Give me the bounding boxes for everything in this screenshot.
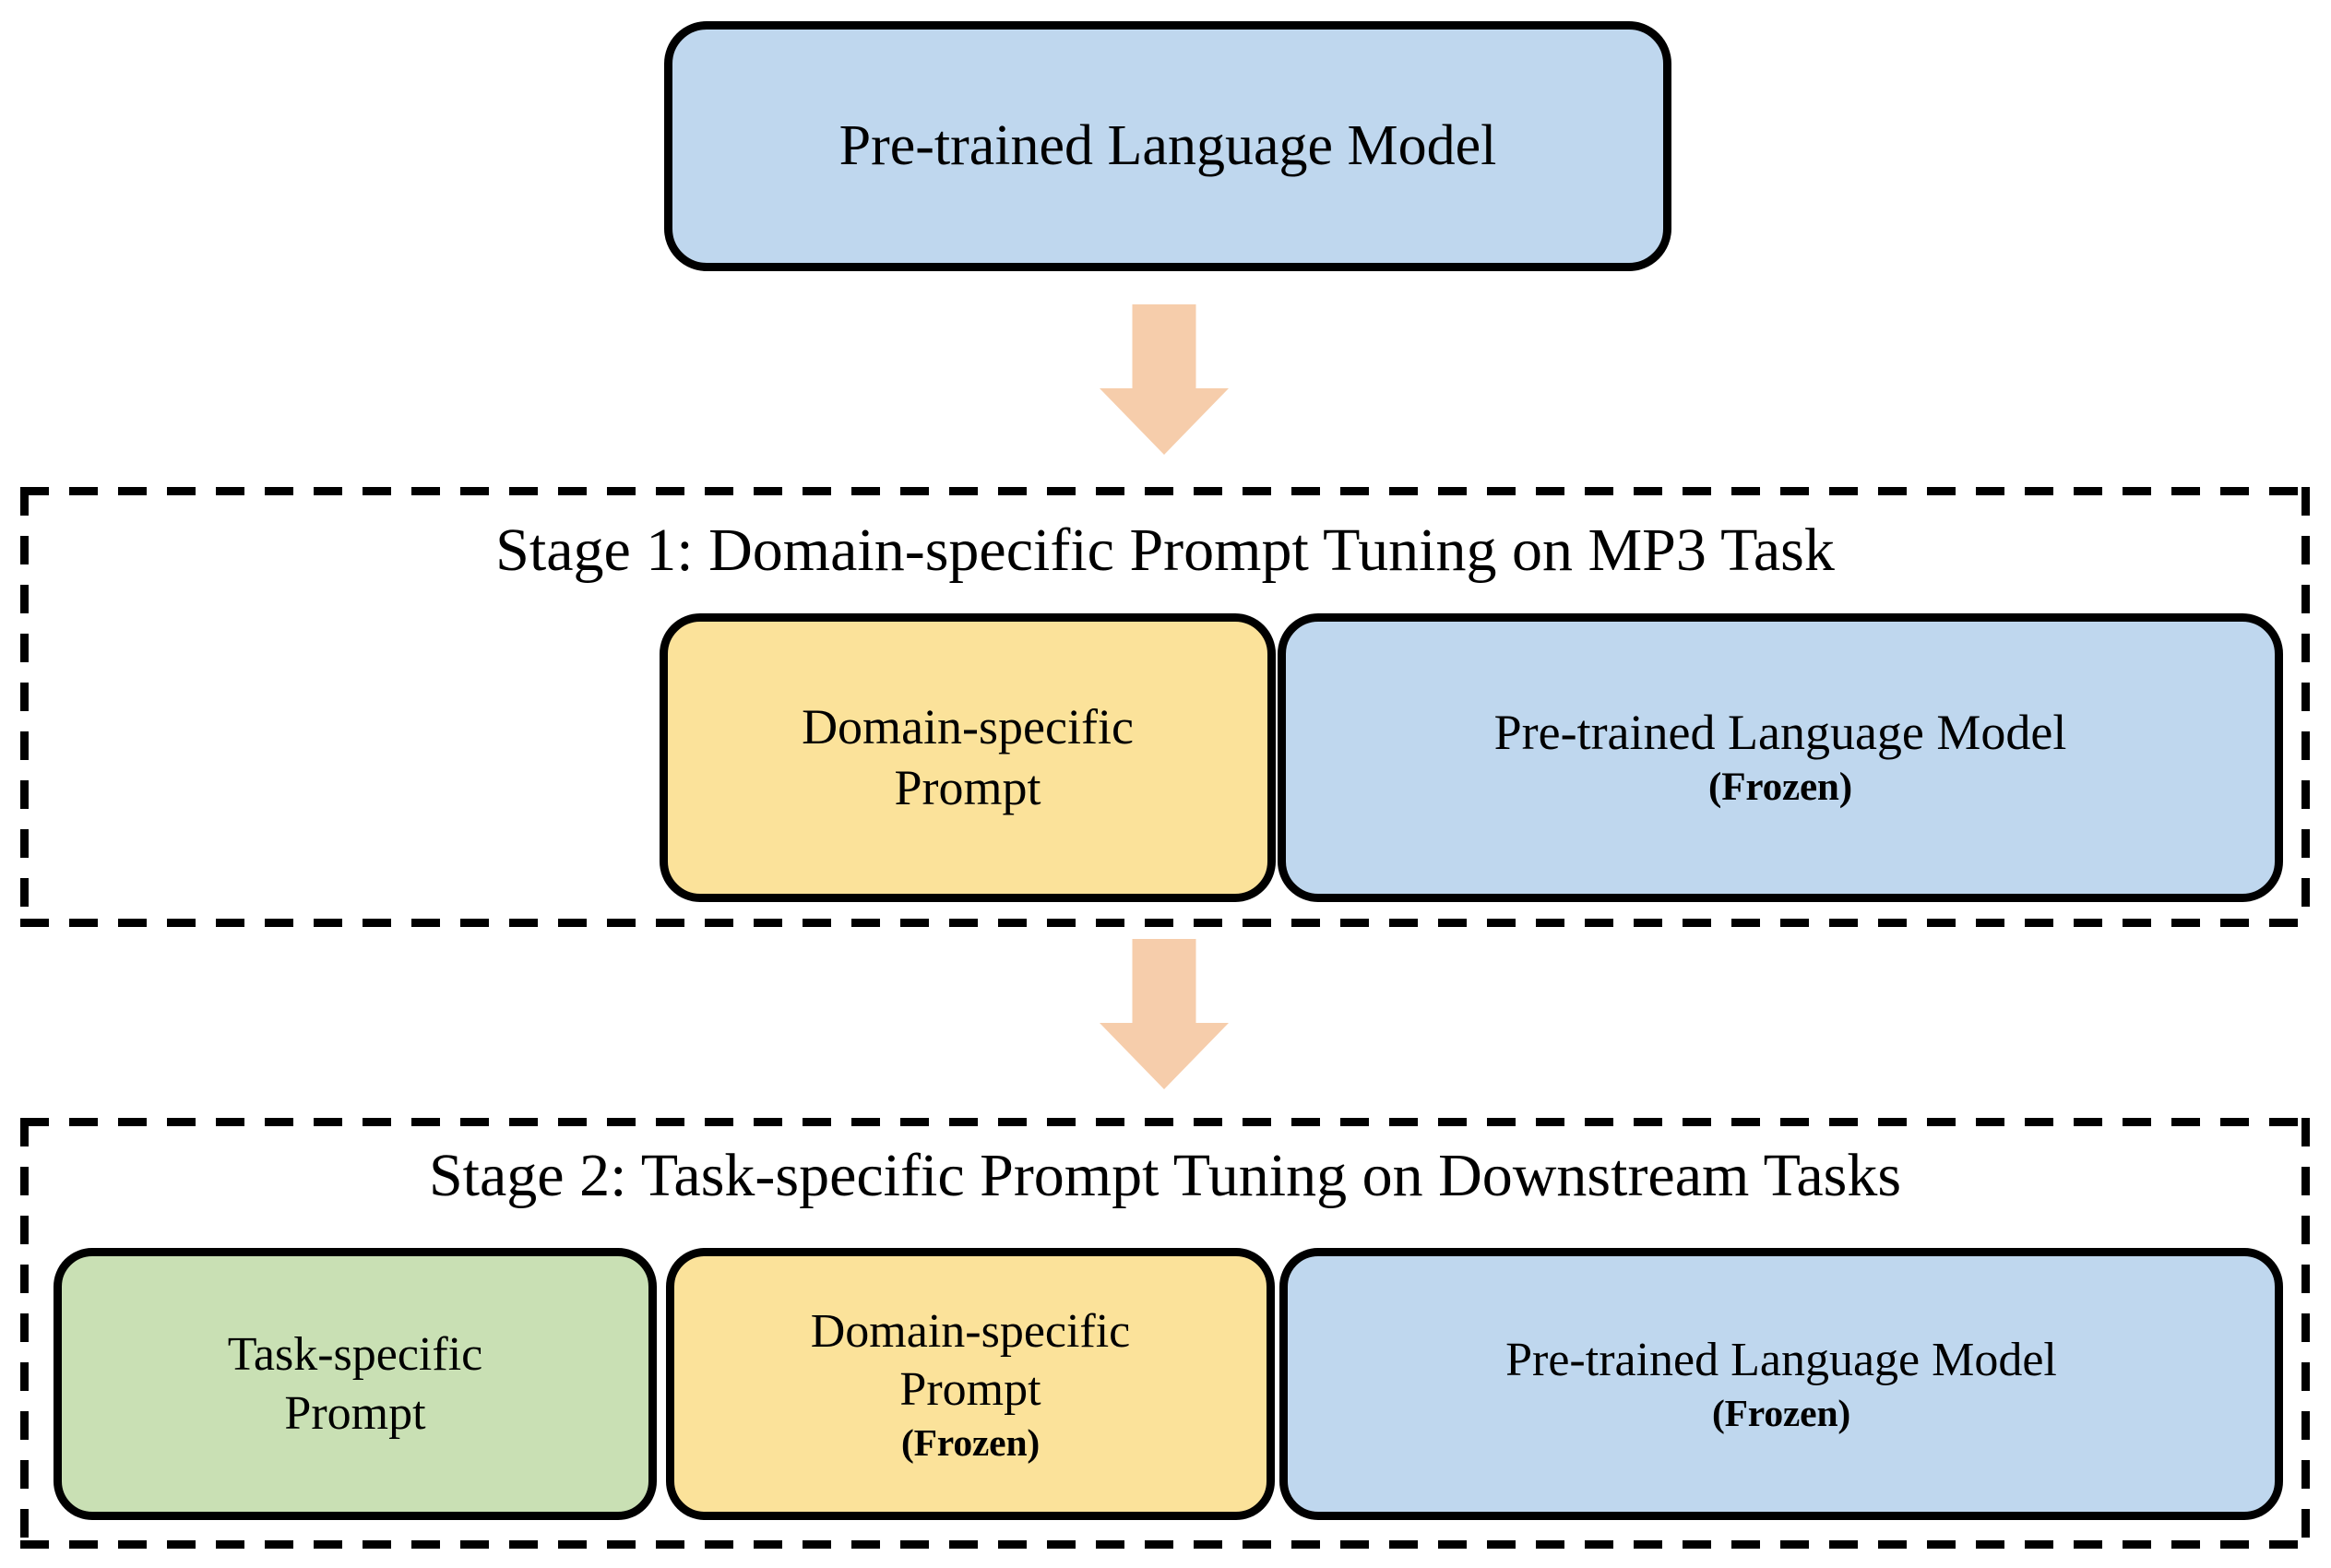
down-arrow-icon-stage1-to-stage2 — [1100, 939, 1229, 1089]
stage-1-domain-specific-prompt-label: Domain-specific Prompt — [802, 698, 1134, 815]
down-arrow-icon-plm-to-stage1 — [1100, 304, 1229, 455]
plm-text: Pre-trained Language Model — [1505, 1334, 2057, 1387]
pre-trained-language-model-label: Pre-trained Language Model — [838, 113, 1497, 177]
frozen-badge: (Frozen) — [1711, 1391, 1851, 1434]
stage-2-task-specific-prompt-label: Task-specific Prompt — [227, 1328, 483, 1440]
arrow-shaft — [1132, 304, 1196, 391]
arrow-head — [1100, 387, 1229, 455]
plm-text: Pre-trained Language Model — [1493, 705, 2067, 761]
stage-1-pre-trained-language-model-box: Pre-trained Language Model (Frozen) — [1278, 613, 2283, 902]
frozen-badge: (Frozen) — [1708, 766, 1852, 810]
stage-1-domain-specific-prompt-box: Domain-specific Prompt — [660, 613, 1276, 902]
stage-1-pre-trained-language-model-label: Pre-trained Language Model (Frozen) — [1485, 642, 2076, 873]
stage-2-title: Stage 2: Task-specific Prompt Tuning on … — [428, 1142, 1902, 1209]
stage-2-domain-specific-prompt-box: Domain-specific Prompt (Frozen) — [666, 1248, 1275, 1520]
arrow-head — [1100, 1022, 1229, 1089]
frozen-badge: (Frozen) — [900, 1420, 1041, 1464]
stage-2-task-specific-prompt-box: Task-specific Prompt — [54, 1248, 657, 1520]
stage-1-title: Stage 1: Domain-specific Prompt Tuning o… — [495, 517, 1835, 584]
domain-prompt-text: Domain-specific Prompt — [810, 1304, 1131, 1417]
stage-2-pre-trained-language-model-label: Pre-trained Language Model (Frozen) — [1496, 1273, 2066, 1495]
pre-trained-language-model-box: Pre-trained Language Model — [664, 21, 1671, 271]
stage-2-domain-specific-prompt-label: Domain-specific Prompt (Frozen) — [802, 1256, 1140, 1512]
stage-2-pre-trained-language-model-box: Pre-trained Language Model (Frozen) — [1279, 1248, 2283, 1520]
arrow-shaft — [1132, 939, 1196, 1026]
